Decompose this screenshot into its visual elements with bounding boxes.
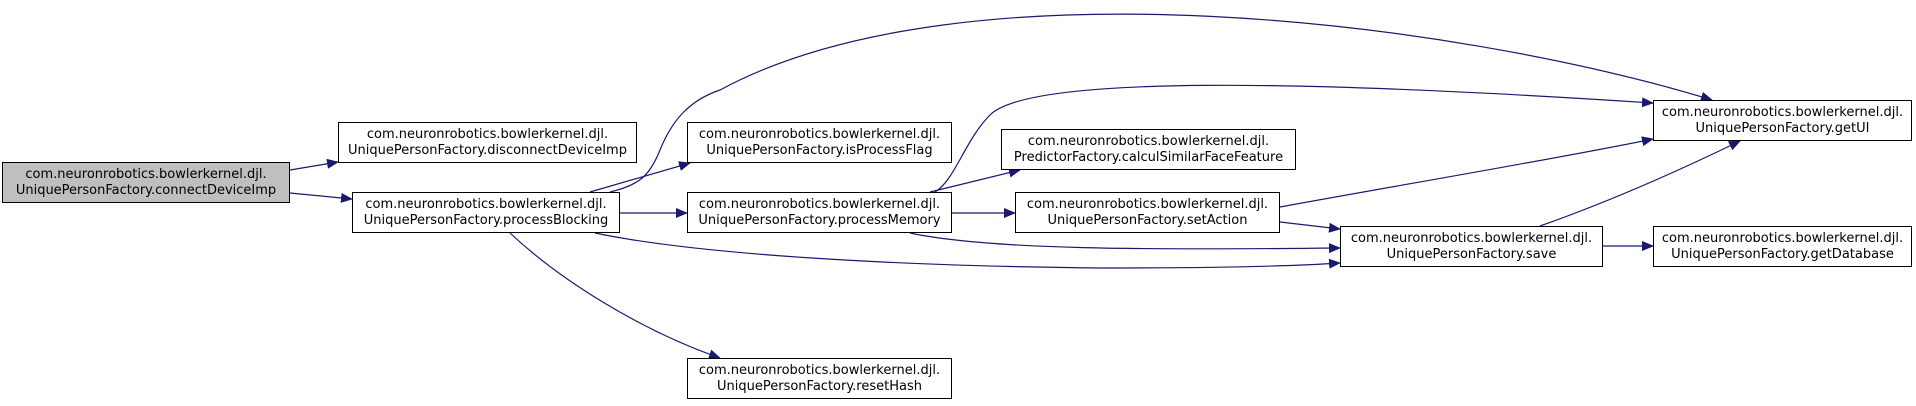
node-save[interactable]: com.neuronrobotics.bowlerkernel.djl. Uni… (1340, 226, 1603, 267)
node-package-label: com.neuronrobotics.bowlerkernel.djl. (698, 362, 941, 378)
edge-setAction-to-getUI (1279, 136, 1654, 208)
node-package-label: com.neuronrobotics.bowlerkernel.djl. (1661, 104, 1904, 120)
node-method-label: UniquePersonFactory.setAction (1047, 212, 1248, 228)
edge-processBlocking-to-isProcessFlag (589, 161, 691, 193)
node-method-label: UniquePersonFactory.getUI (1695, 120, 1870, 136)
node-setAction[interactable]: com.neuronrobotics.bowlerkernel.djl. Uni… (1015, 192, 1280, 233)
edge-setAction-to-save (1279, 221, 1341, 233)
node-package-label: com.neuronrobotics.bowlerkernel.djl. (1026, 196, 1269, 212)
node-package-label: com.neuronrobotics.bowlerkernel.djl. (365, 196, 607, 212)
node-package-label: com.neuronrobotics.bowlerkernel.djl. (1661, 230, 1904, 246)
node-method-label: PredictorFactory.calculSimilarFaceFeatur… (1013, 149, 1284, 165)
node-resetHash[interactable]: com.neuronrobotics.bowlerkernel.djl. Uni… (687, 358, 952, 399)
node-method-label: UniquePersonFactory.processMemory (698, 212, 941, 228)
edge-processBlocking-to-save (594, 232, 1341, 269)
node-package-label: com.neuronrobotics.bowlerkernel.djl. (698, 196, 941, 212)
node-method-label: UniquePersonFactory.resetHash (717, 378, 922, 394)
node-processMemory[interactable]: com.neuronrobotics.bowlerkernel.djl. Uni… (687, 192, 952, 233)
node-processBlocking[interactable]: com.neuronrobotics.bowlerkernel.djl. Uni… (352, 192, 620, 233)
node-getUI[interactable]: com.neuronrobotics.bowlerkernel.djl. Uni… (1653, 100, 1912, 141)
node-method-label: UniquePersonFactory.disconnectDeviceImp (348, 142, 627, 158)
node-calculSimilarFaceFeature[interactable]: com.neuronrobotics.bowlerkernel.djl. Pre… (1001, 129, 1296, 170)
edge-processMemory-to-calculSimilarFaceFeature (929, 167, 1021, 193)
node-connectDeviceImp: com.neuronrobotics.bowlerkernel.djl. Uni… (2, 162, 290, 203)
node-method-label: UniquePersonFactory.isProcessFlag (706, 142, 933, 158)
node-disconnectDeviceImp[interactable]: com.neuronrobotics.bowlerkernel.djl. Uni… (338, 122, 637, 163)
node-method-label: UniquePersonFactory.processBlocking (363, 212, 609, 228)
edge-processBlocking-to-resetHash (509, 232, 721, 360)
edge-save-to-getUI (1539, 140, 1741, 227)
node-isProcessFlag[interactable]: com.neuronrobotics.bowlerkernel.djl. Uni… (687, 122, 952, 163)
edge-processMemory-to-getUI (934, 84, 1654, 193)
edge-processBlocking-to-getUI (609, 13, 1713, 193)
edge-processMemory-to-save (909, 232, 1341, 254)
node-method-label: UniquePersonFactory.save (1386, 246, 1557, 262)
node-getDatabase[interactable]: com.neuronrobotics.bowlerkernel.djl. Uni… (1653, 226, 1912, 267)
node-package-label: com.neuronrobotics.bowlerkernel.djl. (1350, 230, 1593, 246)
node-package-label: com.neuronrobotics.bowlerkernel.djl. (698, 126, 941, 142)
node-package-label: com.neuronrobotics.bowlerkernel.djl. (25, 166, 267, 182)
edge-connectDeviceImp-to-disconnectDeviceImp (289, 158, 339, 171)
node-package-label: com.neuronrobotics.bowlerkernel.djl. (366, 126, 609, 142)
node-method-label: UniquePersonFactory.connectDeviceImp (15, 182, 277, 198)
node-method-label: UniquePersonFactory.getDatabase (1671, 246, 1894, 262)
edge-connectDeviceImp-to-processBlocking (289, 192, 353, 203)
node-package-label: com.neuronrobotics.bowlerkernel.djl. (1027, 133, 1270, 149)
